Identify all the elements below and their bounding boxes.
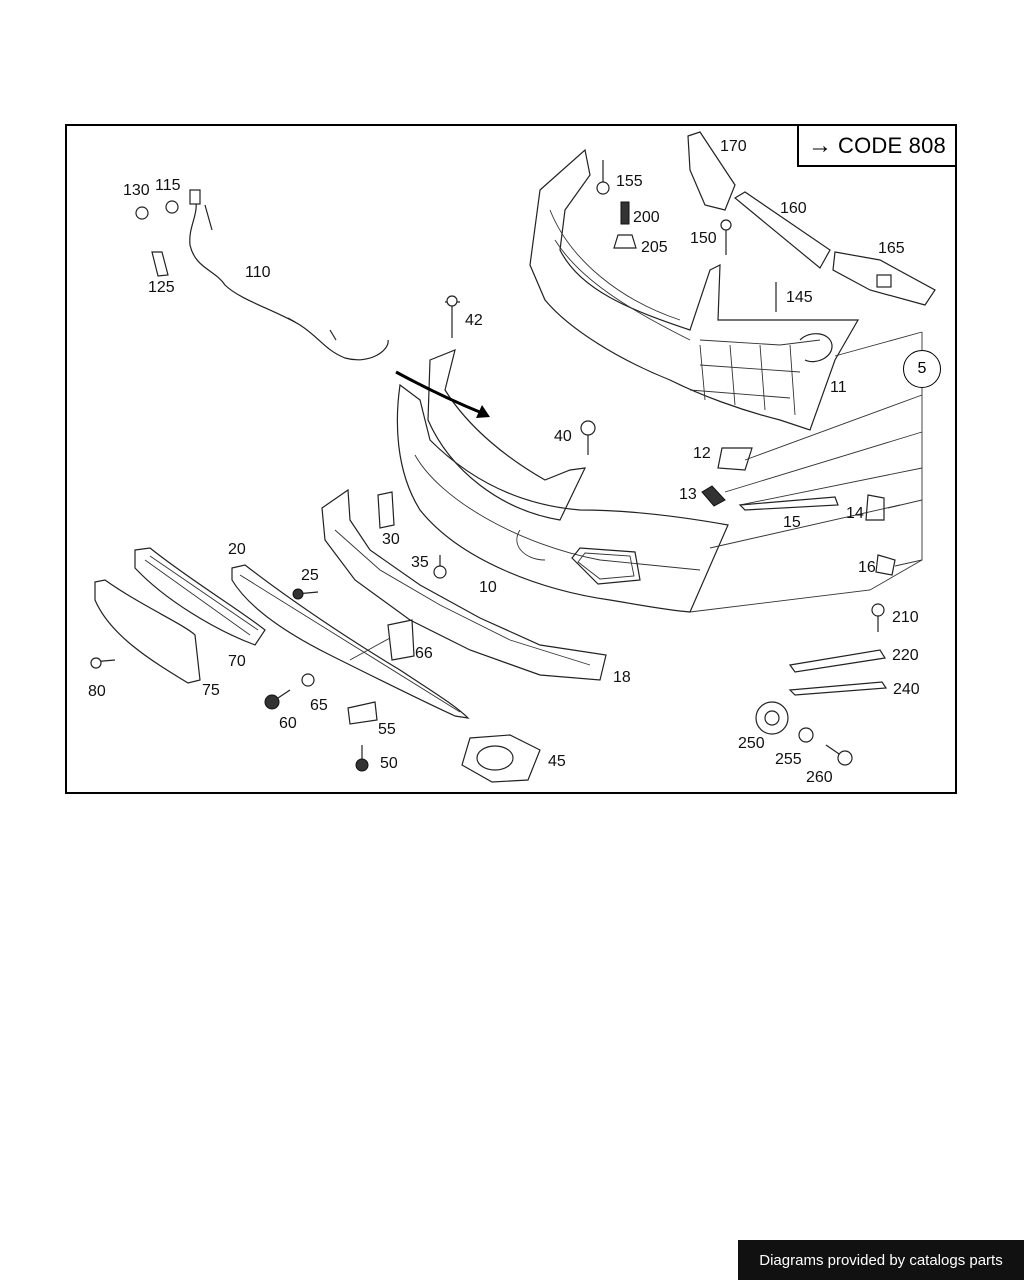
trim-75 [94,579,201,684]
wiring-harness [189,189,389,361]
bumper-carrier [529,148,860,431]
group-5-leaders [724,331,923,567]
callout-14: 14 [846,505,864,522]
callout-20: 20 [228,541,246,558]
callout-30: 30 [382,531,400,548]
callout-250: 250 [738,735,765,752]
callout-65: 65 [310,697,328,714]
lower-bracket [321,488,607,681]
assembly-arrow [395,370,490,418]
callout-13: 13 [679,486,697,503]
callout-220: 220 [892,647,919,664]
callout-210: 210 [892,609,919,626]
callout-155: 155 [616,173,643,190]
callout-40: 40 [554,428,572,445]
callout-12: 12 [693,445,711,462]
bumper-cover [396,349,923,613]
callout-60: 60 [279,715,297,732]
callout-240: 240 [893,681,920,698]
fog-lamp-surround [461,734,541,783]
callout-145: 145 [786,289,813,306]
absorber-parts [687,131,936,306]
callout-205: 205 [641,239,668,256]
callout-150: 150 [690,230,717,247]
callout-18: 18 [613,669,631,686]
callout-170: 170 [720,138,747,155]
callout-160: 160 [780,200,807,217]
code-label: CODE 808 [838,132,946,158]
callout-42: 42 [465,312,483,329]
leader-66 [349,637,391,661]
callout-10: 10 [479,579,497,596]
callout-35: 35 [411,554,429,571]
callout-115: 115 [155,177,181,194]
trim-strips [738,496,888,696]
callout-110: 110 [245,264,271,281]
callout-255: 255 [775,751,802,768]
callout-11: 11 [830,379,847,396]
callout-260: 260 [806,769,833,786]
callout-75: 75 [202,682,220,699]
callout-45: 45 [548,753,566,770]
callout-55: 55 [378,721,396,738]
footer-credit: Diagrams provided by catalogs parts [738,1240,1024,1280]
callout-70: 70 [228,653,246,670]
callout-50: 50 [380,755,398,772]
code-808-box: → CODE 808 [797,124,957,167]
grille-70 [134,547,266,646]
callout-125: 125 [148,279,175,296]
callout-165: 165 [878,240,905,257]
callout-66: 66 [415,645,433,662]
callout-80: 80 [88,683,106,700]
callout-16: 16 [858,559,876,576]
callout-130: 130 [123,182,150,199]
callout-200: 200 [633,209,660,226]
fasteners [90,160,896,772]
callout-25: 25 [301,567,319,584]
right-arrow-icon: → [808,131,832,159]
lower-spoiler [231,564,470,719]
callout-15: 15 [783,514,801,531]
reference-group-circle: 5 [903,350,941,388]
